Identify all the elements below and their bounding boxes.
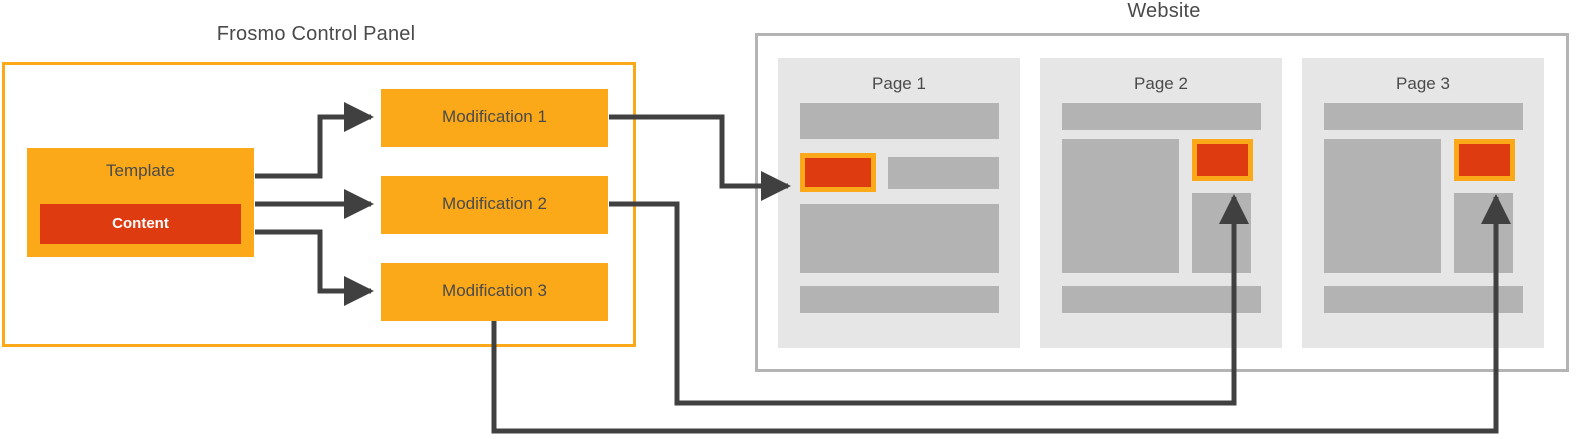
modification-3-label: Modification 3 <box>442 281 547 300</box>
content-label: Content <box>112 215 169 232</box>
page-3-highlight-box[interactable] <box>1454 139 1515 181</box>
page-1-highlight-box[interactable] <box>800 153 876 192</box>
page-2-highlight-box[interactable] <box>1192 139 1253 181</box>
page-2-sidebar-block <box>1192 193 1251 273</box>
page-2-title: Page 2 <box>1134 74 1188 93</box>
page-1-header-bar <box>800 103 999 139</box>
page-3-sidebar-block <box>1454 193 1513 273</box>
modification-2-label: Modification 2 <box>442 194 547 213</box>
modification-1-label: Modification 1 <box>442 107 547 126</box>
content-block[interactable] <box>40 204 241 244</box>
page-1-row-right-block <box>888 157 999 189</box>
page-card-2[interactable]: Page 2 <box>1040 58 1282 348</box>
page-1-title: Page 1 <box>872 74 926 93</box>
page-3-title: Page 3 <box>1396 74 1450 93</box>
control-panel-caption: Frosmo Control Panel <box>216 23 416 45</box>
page-3-header-bar <box>1324 103 1523 130</box>
page-card-1[interactable]: Page 1 <box>778 58 1020 348</box>
page-3-main-column <box>1324 139 1441 273</box>
page-3-footer-bar <box>1324 286 1523 313</box>
page-1-body-block <box>800 204 999 273</box>
page-2-main-column <box>1062 139 1179 273</box>
website-caption: Website <box>1127 0 1201 22</box>
template-label: Template <box>106 161 175 180</box>
page-card-3[interactable]: Page 3 <box>1302 58 1544 348</box>
modification-1-block[interactable] <box>381 89 608 147</box>
page-2-footer-bar <box>1062 286 1261 313</box>
page-1-footer-bar <box>800 286 999 313</box>
page-2-header-bar <box>1062 103 1261 130</box>
